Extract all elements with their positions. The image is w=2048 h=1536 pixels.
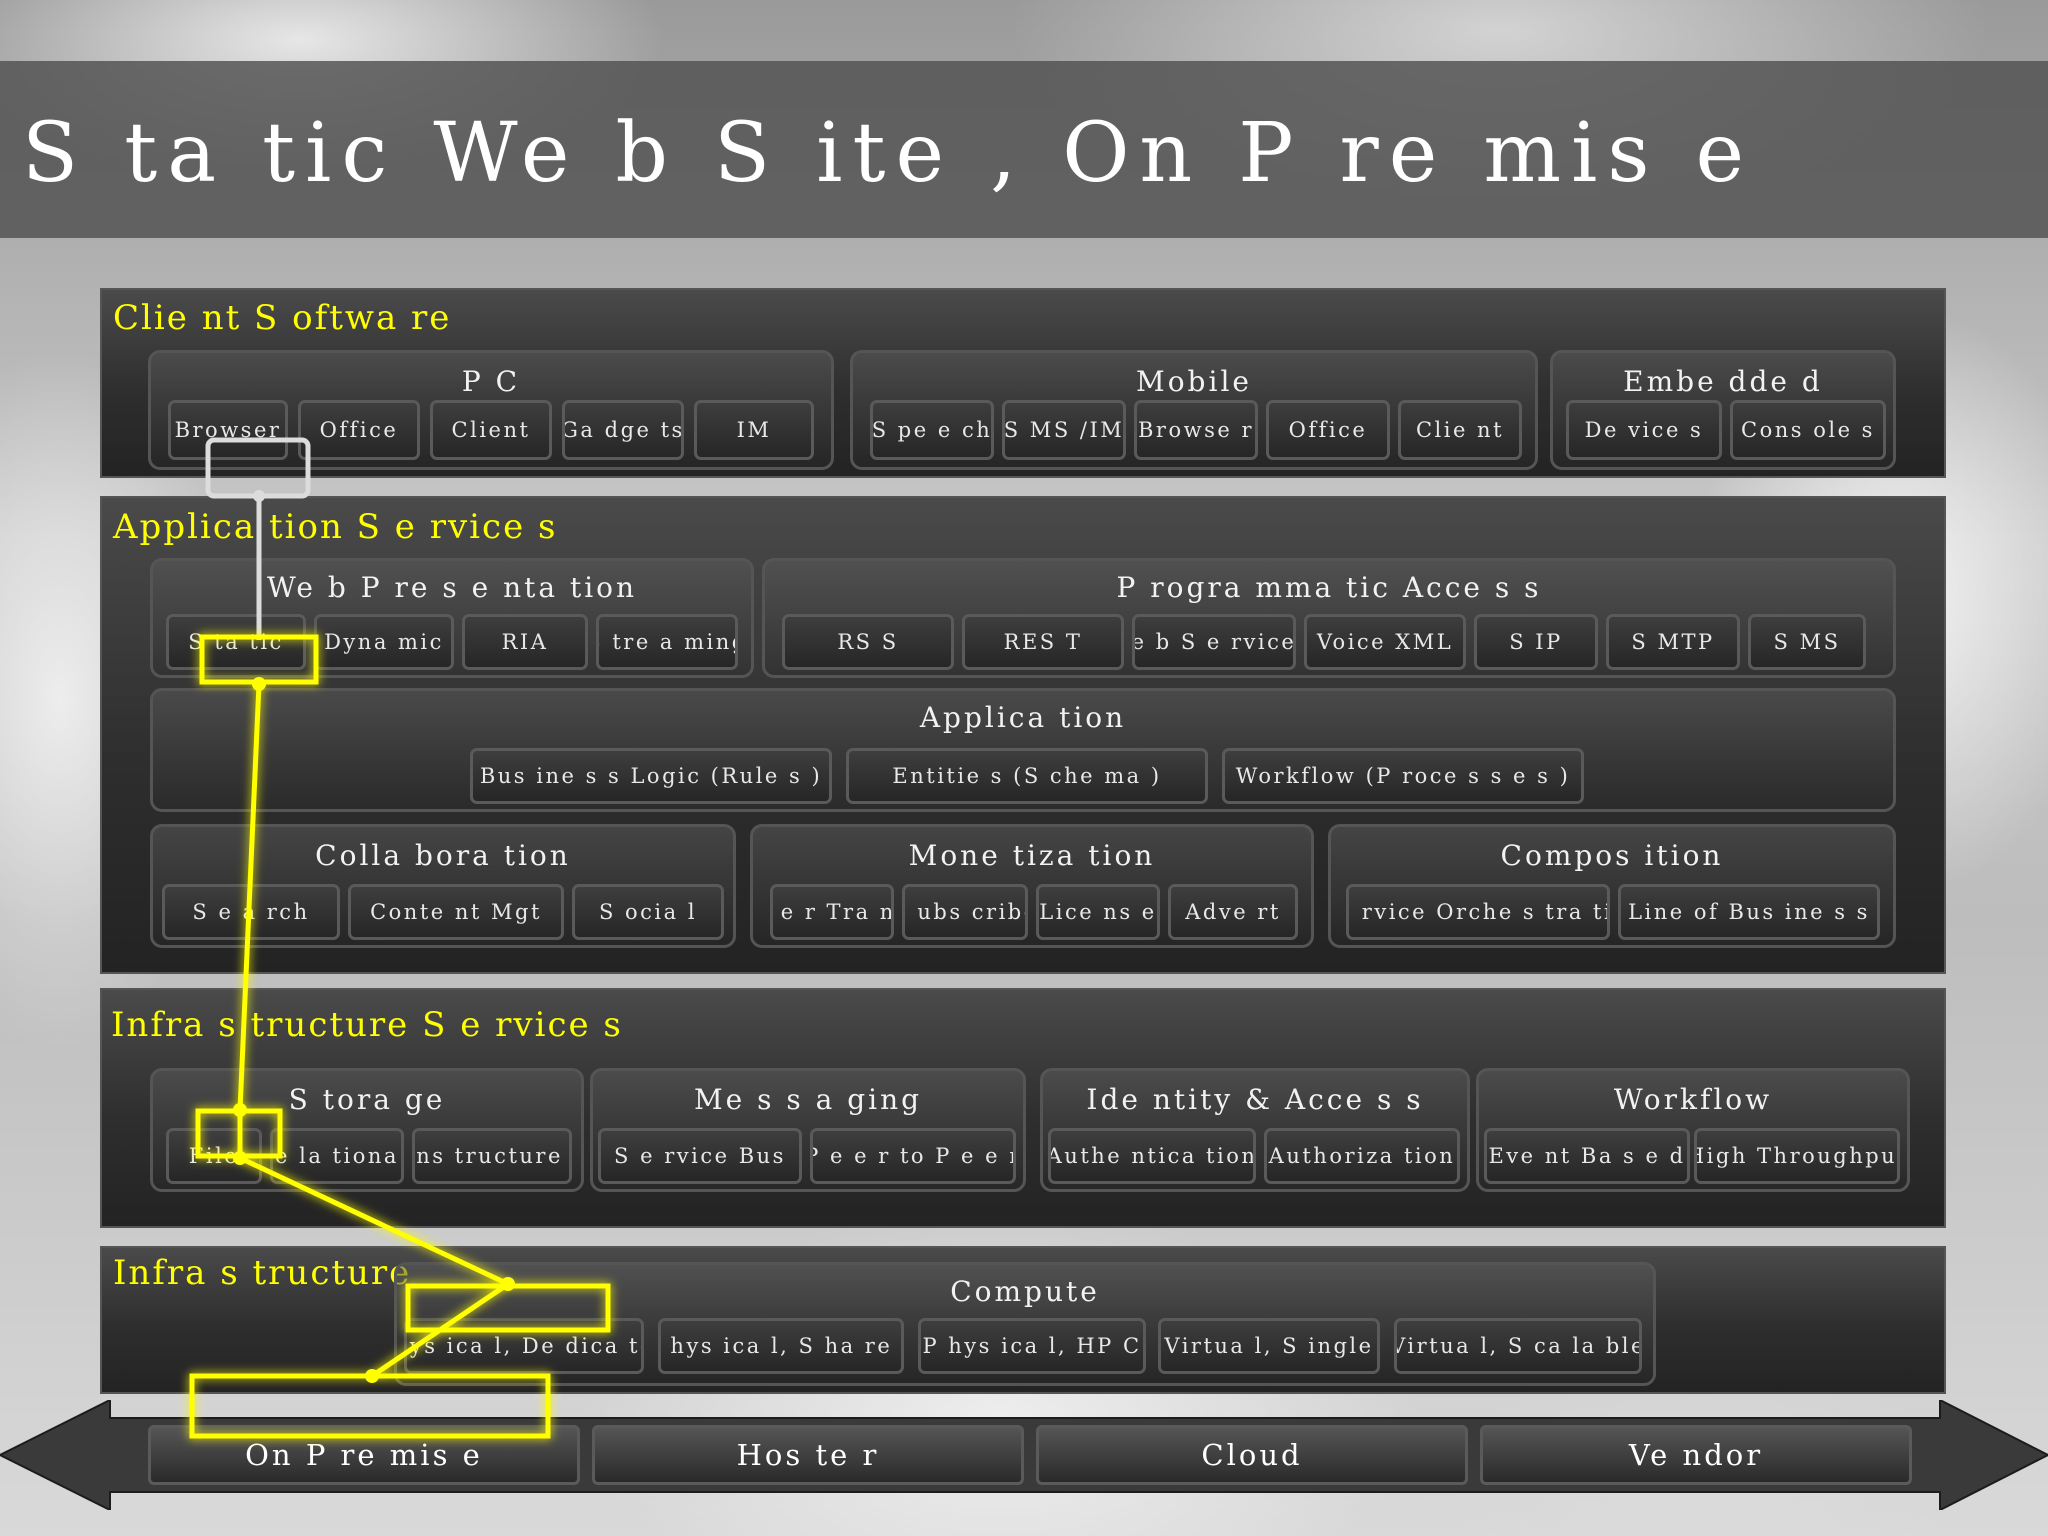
chip-authorization[interactable]: Authoriza tion [1264, 1128, 1460, 1184]
chip-relational[interactable]: Re la tiona l [270, 1128, 404, 1184]
group-title: We b P re s e nta tion [266, 571, 638, 604]
chip-service-orchestration[interactable]: S e rvice Orche s tra tion [1346, 884, 1610, 940]
chip-entities[interactable]: Entitie s (S che ma ) [846, 748, 1208, 804]
chip-mobile-office[interactable]: Office [1266, 400, 1390, 460]
chip-rest[interactable]: RES T [962, 614, 1124, 670]
chip-web-services[interactable]: We b S e rvice s [1132, 614, 1296, 670]
chip-smtp[interactable]: S MTP [1606, 614, 1740, 670]
layer-title: Infra s tructure [113, 1253, 412, 1293]
chip-service-bus[interactable]: S e rvice Bus [598, 1128, 802, 1184]
chip-browser[interactable]: Browser [168, 400, 288, 460]
group-title: Me s s a ging [693, 1083, 923, 1116]
layer-title: Infra s tructure S e rvice s [111, 1005, 623, 1045]
chip-streaming[interactable]: S tre a ming [596, 614, 738, 670]
group-title: P rogra mma tic Acce s s [1116, 571, 1542, 604]
group-title: S tora ge [288, 1083, 446, 1116]
chip-office[interactable]: Office [298, 400, 420, 460]
chip-consoles[interactable]: Cons ole s [1730, 400, 1886, 460]
group-title: Mone tiza tion [908, 839, 1156, 872]
chip-license[interactable]: Lice ns e [1036, 884, 1160, 940]
chip-rss[interactable]: RS S [782, 614, 954, 670]
chip-business-logic[interactable]: Bus ine s s Logic (Rule s ) [470, 748, 832, 804]
group-title: Ide ntity & Acce s s [1086, 1083, 1424, 1116]
layer-title: Applica tion S e rvice s [113, 507, 558, 547]
group-title: Colla bora tion [315, 839, 571, 872]
title-band [0, 61, 2048, 238]
group-title: Applica tion [919, 701, 1127, 734]
group-title: Embe dde d [1623, 365, 1823, 398]
chip-social[interactable]: S ocia l [572, 884, 724, 940]
chip-static[interactable]: S ta tic [166, 614, 306, 670]
chip-file[interactable]: File [166, 1128, 262, 1184]
chip-devices[interactable]: De vice s [1566, 400, 1722, 460]
slide-title: S ta tic We b S ite , On P re mis e [22, 106, 1754, 201]
chip-dynamic[interactable]: Dyna mic [314, 614, 454, 670]
chip-virtual-scalable[interactable]: Virtua l, S ca la ble [1394, 1318, 1642, 1374]
chip-high-throughput[interactable]: High Throughput [1694, 1128, 1900, 1184]
chip-unstructured[interactable]: Uns tructure d [412, 1128, 572, 1184]
chip-per-trans[interactable]: P e r Tra ns [770, 884, 894, 940]
chip-gadgets[interactable]: Ga dge ts [562, 400, 684, 460]
chip-event-based[interactable]: Eve nt Ba s e d [1484, 1128, 1690, 1184]
chip-voicexml[interactable]: Voice XML [1304, 614, 1466, 670]
hosting-hoster[interactable]: Hos te r [592, 1425, 1024, 1485]
chip-line-of-business[interactable]: Line of Bus ine s s [1618, 884, 1880, 940]
chip-content-mgt[interactable]: Conte nt Mgt [348, 884, 564, 940]
chip-physical-shared[interactable]: P hys ica l, S ha re d [658, 1318, 904, 1374]
chip-mobile-browser[interactable]: Browse r [1134, 400, 1258, 460]
chip-peer-to-peer[interactable]: P e e r to P e e r [810, 1128, 1016, 1184]
group-title: P C [461, 365, 521, 398]
chip-sms[interactable]: S MS [1748, 614, 1866, 670]
chip-client[interactable]: Client [430, 400, 552, 460]
hosting-cloud[interactable]: Cloud [1036, 1425, 1468, 1485]
group-title: Compute [950, 1275, 1100, 1308]
chip-ria[interactable]: RIA [462, 614, 588, 670]
chip-mobile-client[interactable]: Clie nt [1398, 400, 1522, 460]
group-title: Mobile [1136, 365, 1252, 398]
chip-virtual-single[interactable]: Virtua l, S ingle [1158, 1318, 1380, 1374]
chip-sip[interactable]: S IP [1474, 614, 1598, 670]
chip-speech[interactable]: S pe e ch [870, 400, 994, 460]
chip-physical-dedicated[interactable]: P hys ica l, De dica te d [404, 1318, 644, 1374]
chip-workflow-processes[interactable]: Workflow (P roce s s e s ) [1222, 748, 1584, 804]
chip-im[interactable]: IM [694, 400, 814, 460]
hosting-vendor[interactable]: Ve ndor [1480, 1425, 1912, 1485]
chip-authentication[interactable]: Authe ntica tion [1048, 1128, 1256, 1184]
chip-physical-hpc[interactable]: P hys ica l, HP C [918, 1318, 1146, 1374]
group-title: Compos ition [1500, 839, 1724, 872]
chip-subscribe[interactable]: S ubs cribe [902, 884, 1028, 940]
chip-advert[interactable]: Adve rt [1168, 884, 1298, 940]
chip-sms-im[interactable]: S MS /IM [1002, 400, 1126, 460]
hosting-on-premise[interactable]: On P re mis e [148, 1425, 580, 1485]
layer-title: Clie nt S oftwa re [113, 298, 452, 338]
group-title: Workflow [1613, 1083, 1773, 1116]
chip-search[interactable]: S e a rch [162, 884, 340, 940]
